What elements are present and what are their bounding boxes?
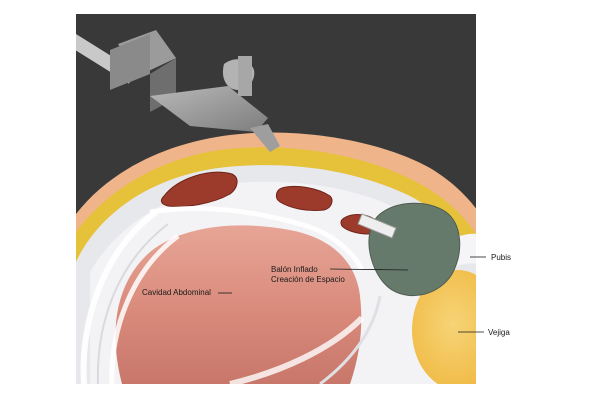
fascia-band-2 [96,223,169,384]
balloon-cannula [357,213,397,239]
muscle-bundle-1 [160,171,238,207]
label-pubis: Pubis [491,253,512,262]
label-vejiga: Vejiga [488,328,510,337]
inflated-balloon-icon [368,202,461,297]
fascia-band-5 [229,315,365,384]
bladder [412,270,476,384]
label-balon-inflado: Balón Inflado [271,265,318,274]
leader-balon [329,268,409,271]
muscle-bundle-2 [275,185,333,211]
laparoscope-trocar-icon [76,23,280,152]
abdominal-cavity [115,225,362,384]
fascia-band-3 [109,233,180,384]
label-creacion-espacio: Creación de Espacio [271,275,345,284]
label-cavidad-abdominal: Cavidad Abdominal [142,288,211,297]
fascia-band-6 [319,295,382,384]
fascia-band-1 [80,209,158,384]
fascia-band-4 [149,205,365,272]
